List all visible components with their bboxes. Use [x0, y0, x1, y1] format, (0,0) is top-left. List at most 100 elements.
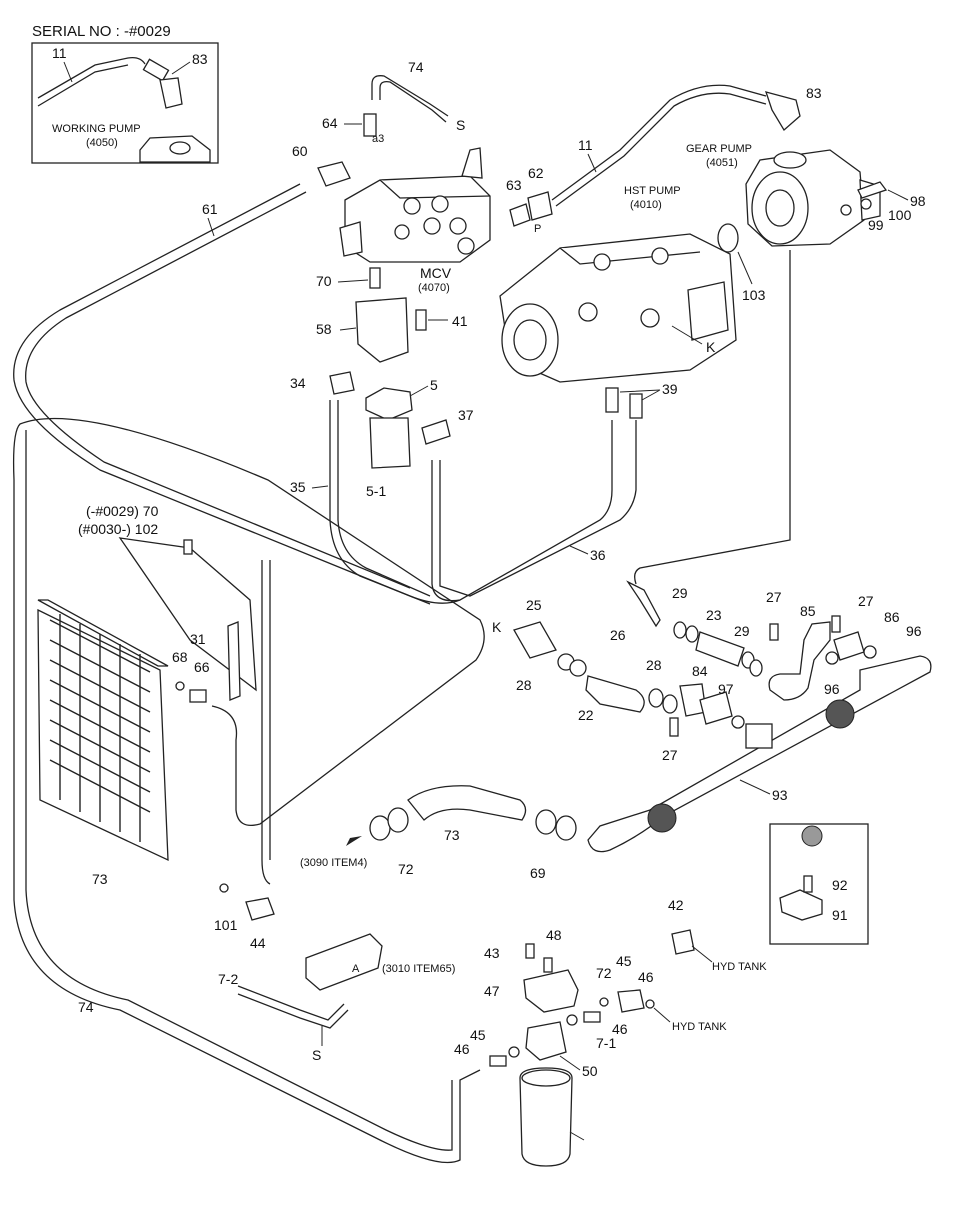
label-7-1: 50 [582, 1063, 598, 1079]
label-58: 58 [316, 321, 332, 337]
mcv-code: (4070) [418, 282, 450, 294]
label-63: 63 [506, 177, 522, 193]
ref-3090: (3090 ITEM4) [300, 857, 367, 869]
label-98: 98 [910, 193, 926, 209]
label-27b: 27 [766, 589, 782, 605]
label-70: 70 [316, 273, 332, 289]
clamp-29d [749, 659, 763, 677]
hose-31 [407, 785, 527, 821]
oring-96b [825, 651, 839, 665]
fitting-62 [527, 191, 553, 221]
bolt-42 [543, 957, 553, 973]
fitting-39b [629, 393, 643, 419]
valve-block-3010 [305, 933, 383, 991]
label-92: 92 [832, 877, 848, 893]
washer-100 [860, 198, 872, 210]
label-41: 41 [452, 313, 468, 329]
label-27a: 27 [662, 747, 678, 763]
hose-36-a [431, 420, 613, 602]
bolt-41 [415, 309, 427, 331]
label-83: 83 [806, 85, 822, 101]
gear-pump-name: GEAR PUMP [686, 143, 752, 155]
label-100: 100 [888, 207, 912, 223]
label-97: 97 [718, 681, 734, 697]
hose-61 [13, 183, 461, 604]
oring-96a [863, 645, 877, 659]
hst-pump-code: (4010) [630, 199, 662, 211]
label-45a: 46 [612, 1021, 628, 1037]
label-96b: 96 [824, 681, 840, 697]
oring-97 [731, 715, 745, 729]
label-73b: 69 [530, 865, 546, 881]
hose-cooler-outlet [261, 560, 271, 885]
serial-range-a: (-#0029) 70 [86, 503, 159, 519]
oring-72b [219, 883, 229, 893]
arrow-3090-icon [346, 836, 362, 846]
elbow-83 [765, 91, 801, 132]
adapter-45a [583, 1011, 601, 1023]
label-61: 61 [202, 201, 218, 217]
label-25: 25 [526, 597, 542, 613]
label-72c: 46 [638, 969, 654, 985]
label-48: 72 [596, 965, 612, 981]
elbow-47 [617, 989, 645, 1013]
pipe-93 [587, 655, 932, 853]
adapter-67 [189, 689, 207, 703]
oring-103 [717, 223, 739, 253]
bracket-68 [227, 621, 241, 701]
hyd-tank-note-2: HYD TANK [672, 1021, 727, 1033]
label-34: 34 [290, 375, 306, 391]
label-28b: 28 [646, 657, 662, 673]
label-91: 91 [832, 907, 848, 923]
label-k-pipe: K [492, 619, 502, 635]
filter-head-7-1 [525, 1021, 567, 1061]
bolt-98 [857, 181, 888, 199]
pipe-93-screen [825, 699, 855, 729]
label-86: 86 [884, 609, 900, 625]
label-99: 99 [868, 217, 884, 233]
label-22: 22 [578, 707, 594, 723]
label-29: 29 [672, 585, 688, 601]
clamp-73d [555, 815, 577, 841]
label-29b: 29 [734, 623, 750, 639]
fitting-63 [509, 203, 531, 227]
elbow-60 [317, 161, 351, 187]
label-85: 85 [800, 603, 816, 619]
pipe-26 [626, 580, 661, 628]
hst-pump-drawing [499, 233, 737, 383]
label-28: 28 [516, 677, 532, 693]
hose-50 [12, 417, 485, 1164]
filter-element-7-2 [519, 1067, 573, 1167]
hose-74-upper [371, 75, 449, 117]
fitting-64 [363, 113, 377, 137]
label-45b: 46 [454, 1041, 470, 1057]
label-101: 42 [668, 897, 684, 913]
filter-element-5-1 [369, 417, 411, 469]
working-pump-inset-frame [31, 42, 219, 164]
serial-range-b: (#0030-) 102 [78, 521, 158, 537]
washer-46a [566, 1014, 578, 1026]
tee-37 [421, 419, 451, 445]
label-46a: 7-1 [596, 1035, 616, 1051]
hose-74-lower [237, 985, 345, 1021]
clamp-inset-frame [769, 823, 869, 945]
label-83-inset: 83 [192, 51, 208, 67]
working-pump-code: (4050) [86, 137, 118, 149]
label-72b: 101 [214, 917, 238, 933]
label-42: 48 [546, 927, 562, 943]
label-96a: 96 [906, 623, 922, 639]
ref-3010: (3010 ITEM65) [382, 963, 455, 975]
label-62: 62 [528, 165, 544, 181]
label-44: 43 [484, 945, 500, 961]
label-68: 31 [190, 631, 206, 647]
bolt-92 [803, 875, 813, 893]
label-47: 45 [616, 953, 632, 969]
bracket-43 [523, 969, 579, 1013]
bolt-70 [369, 267, 381, 289]
label-93: 93 [772, 787, 788, 803]
label-69: 44 [250, 935, 266, 951]
bolt-44 [525, 943, 535, 959]
hose-23 [695, 631, 745, 667]
